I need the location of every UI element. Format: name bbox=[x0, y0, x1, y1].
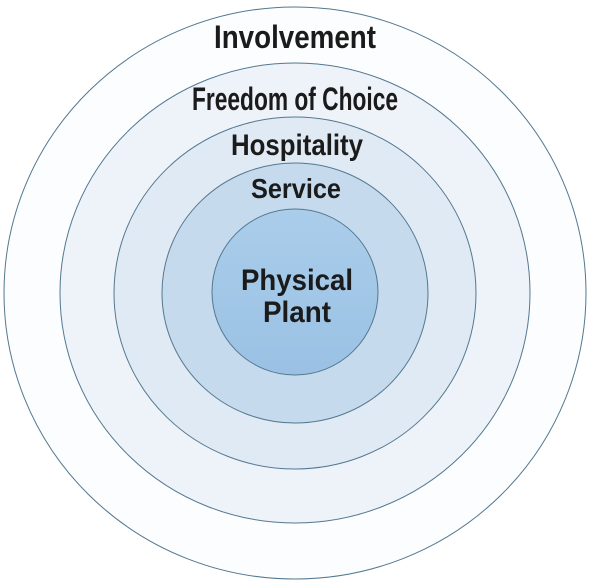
label-service: Service bbox=[251, 173, 341, 204]
label-physical-plant-line1: Physical bbox=[241, 264, 353, 297]
label-physical-plant-line2: Plant bbox=[263, 296, 331, 329]
label-involvement: Involvement bbox=[214, 19, 376, 55]
ring-physical-plant bbox=[211, 208, 379, 376]
label-hospitality: Hospitality bbox=[231, 129, 363, 162]
label-freedom-of-choice: Freedom of Choice bbox=[192, 81, 398, 117]
